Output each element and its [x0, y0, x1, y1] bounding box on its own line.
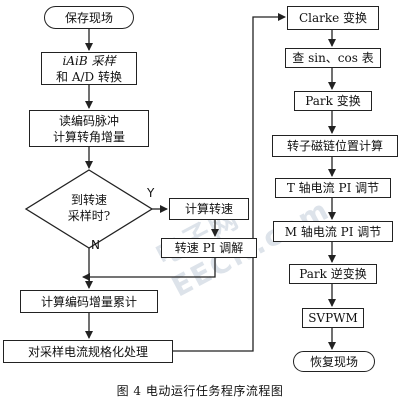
inverse-park-label: Park 逆变换 — [299, 267, 367, 281]
encoder-label-line1: 读编码脉冲 — [58, 113, 119, 128]
sincos-box: 查 sin、cos 表 — [285, 48, 381, 68]
accumulate-box: 计算编码增量累计 — [20, 290, 158, 313]
sample-adc-box: iAiB 采样 和 A/D 转换 — [41, 52, 137, 85]
start-label: 保存现场 — [64, 10, 113, 25]
m-axis-pi-label: M 轴电流 PI 调节 — [284, 224, 382, 239]
park-box: Park 变换 — [294, 91, 372, 111]
accumulate-label: 计算编码增量累计 — [40, 294, 137, 309]
rotor-flux-box: 转子磁链位置计算 — [272, 135, 398, 157]
start-terminal: 保存现场 — [44, 6, 134, 29]
restore-label: 恢复现场 — [309, 354, 358, 369]
rotor-flux-label: 转子磁链位置计算 — [286, 139, 383, 153]
sample-label-line1: iAiB 采样 — [62, 53, 116, 68]
encoder-label-line2: 计算转角增量 — [52, 129, 125, 144]
t-axis-pi-label: T 轴电流 PI 调节 — [286, 181, 380, 195]
clarke-box: Clarke 变换 — [287, 6, 379, 30]
sincos-label: 查 sin、cos 表 — [292, 51, 374, 65]
normalize-label: 对采样电流规格化处理 — [27, 344, 148, 359]
speed-pi-box: 转速 PI 调解 — [161, 238, 257, 258]
encoder-read-box: 读编码脉冲 计算转角增量 — [29, 110, 149, 147]
decision-label-line1: 到转速 — [70, 193, 107, 207]
inverse-park-box: Park 逆变换 — [289, 264, 377, 284]
m-axis-pi-box: M 轴电流 PI 调节 — [273, 221, 393, 242]
yes-label: Y — [147, 186, 155, 200]
normalize-box: 对采样电流规格化处理 — [3, 340, 173, 363]
svpwm-box: SVPWM — [302, 308, 364, 328]
no-label: N — [91, 238, 100, 252]
decision-diamond: 到转速 采样时? — [48, 192, 130, 224]
figure-caption: 图 4 电动运行任务程序流程图 — [116, 384, 284, 398]
speed-pi-label: 转速 PI 调解 — [174, 241, 244, 255]
calc-speed-box: 计算转速 — [169, 198, 249, 220]
calc-speed-label: 计算转速 — [184, 202, 233, 216]
clarke-label: Clarke 变换 — [298, 11, 368, 25]
park-label: Park 变换 — [305, 94, 361, 108]
decision-label-line2: 采样时? — [67, 209, 111, 223]
svpwm-label: SVPWM — [308, 311, 358, 325]
t-axis-pi-box: T 轴电流 PI 调节 — [275, 178, 391, 198]
sample-label-line2: 和 A/D 转换 — [56, 69, 122, 84]
restore-terminal: 恢复现场 — [293, 351, 375, 372]
